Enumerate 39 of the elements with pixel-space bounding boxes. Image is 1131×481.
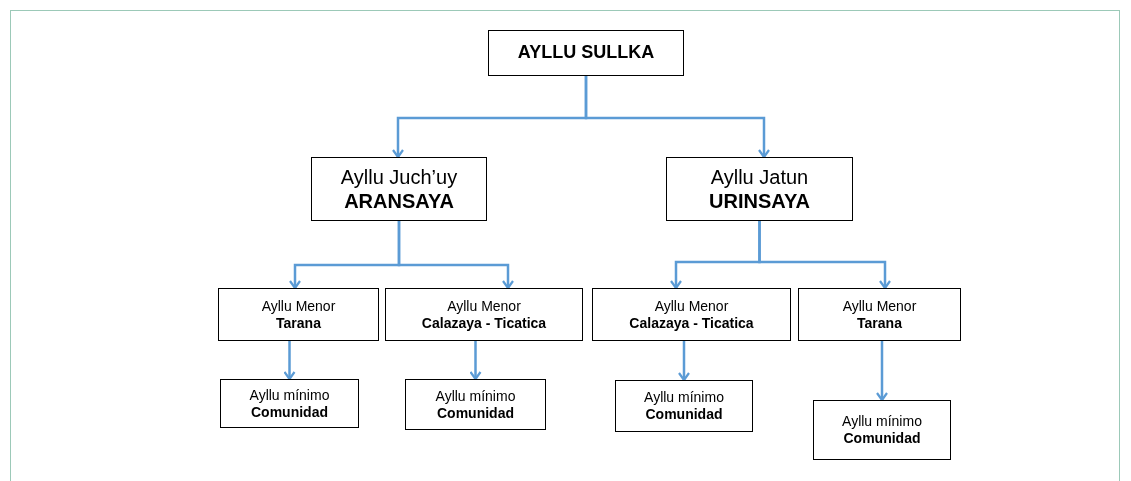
connector-arrow [758, 221, 892, 290]
unit-name: Comunidad [437, 404, 514, 422]
unit-level: Ayllu Jatun [710, 165, 809, 189]
connector-arrow [875, 341, 889, 402]
connector-arrow [469, 341, 482, 381]
unit-level: Ayllu mínimo [842, 413, 922, 430]
unit-level: Ayllu Juch’uy [340, 165, 458, 189]
unit-level: Ayllu Menor [654, 297, 729, 315]
connector-arrow [397, 221, 515, 290]
unit-level: Ayllu mínimo [644, 389, 724, 406]
unit-name: Tarana [276, 314, 321, 332]
org-unit-box [218, 288, 379, 341]
connector-arrow [283, 341, 296, 381]
org-unit-box [798, 288, 961, 341]
unit-level: Ayllu mínimo [435, 387, 516, 405]
connector-arrow [677, 341, 691, 382]
unit-name: Comunidad [843, 430, 921, 447]
unit-name: Tarana [857, 314, 902, 332]
org-unit-box [813, 400, 951, 460]
org-unit-box [220, 379, 359, 428]
org-unit-box [615, 380, 753, 432]
unit-name: Comunidad [251, 403, 328, 421]
org-unit-box [405, 379, 546, 430]
unit-level: Ayllu Menor [842, 297, 917, 315]
unit-name: URINSAYA [709, 189, 810, 213]
org-unit-box [488, 30, 684, 76]
org-unit-box [592, 288, 791, 341]
unit-level: Ayllu Menor [447, 297, 521, 315]
org-unit-box [385, 288, 583, 341]
connector-arrow [584, 76, 771, 159]
unit-name: ARANSAYA [344, 189, 454, 213]
unit-level: Ayllu mínimo [249, 386, 330, 404]
unit-name: Comunidad [645, 406, 723, 423]
unit-title: AYLLU SULLKA [517, 42, 655, 64]
unit-level: Ayllu Menor [261, 297, 336, 315]
org-unit-box [311, 157, 487, 221]
unit-name: Calazaya - Ticatica [421, 314, 547, 332]
org-unit-box [666, 157, 853, 221]
unit-name: Calazaya - Ticatica [629, 314, 754, 332]
